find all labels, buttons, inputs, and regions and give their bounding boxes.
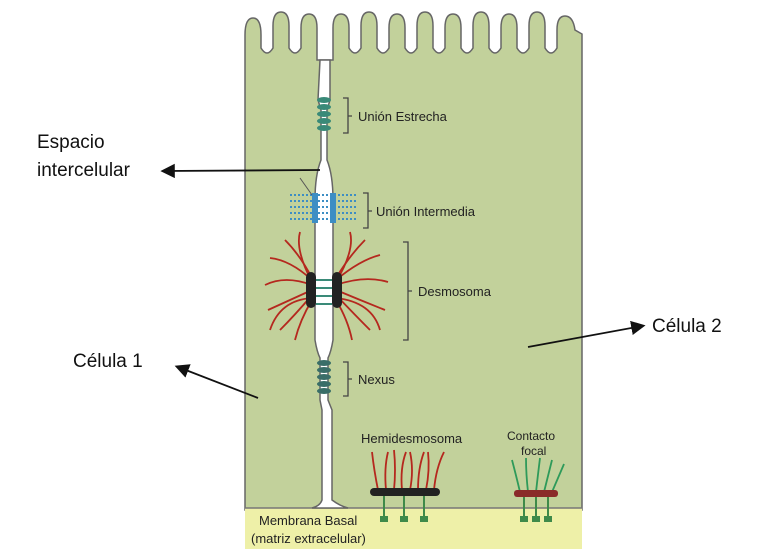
label-celula-2: Célula 2 (652, 316, 722, 337)
label-focal: focal (521, 444, 546, 458)
label-union-intermedia: Unión Intermedia (376, 204, 476, 219)
label-hemidesmosoma: Hemidesmosoma (361, 431, 463, 446)
label-celula-1: Célula 1 (73, 351, 143, 372)
tight-junction (317, 97, 331, 131)
nexus-junction (317, 360, 331, 394)
label-union-estrecha: Unión Estrecha (358, 109, 448, 124)
label-espacio-2: intercelular (37, 160, 131, 181)
arrow-espacio (164, 170, 320, 171)
label-espacio-1: Espacio (37, 132, 105, 153)
label-membrana: Membrana Basal (259, 513, 357, 528)
label-contacto: Contacto (507, 429, 555, 443)
label-matriz: (matriz extracelular) (251, 531, 366, 546)
label-desmosoma: Desmosoma (418, 284, 492, 299)
label-nexus: Nexus (358, 372, 395, 387)
